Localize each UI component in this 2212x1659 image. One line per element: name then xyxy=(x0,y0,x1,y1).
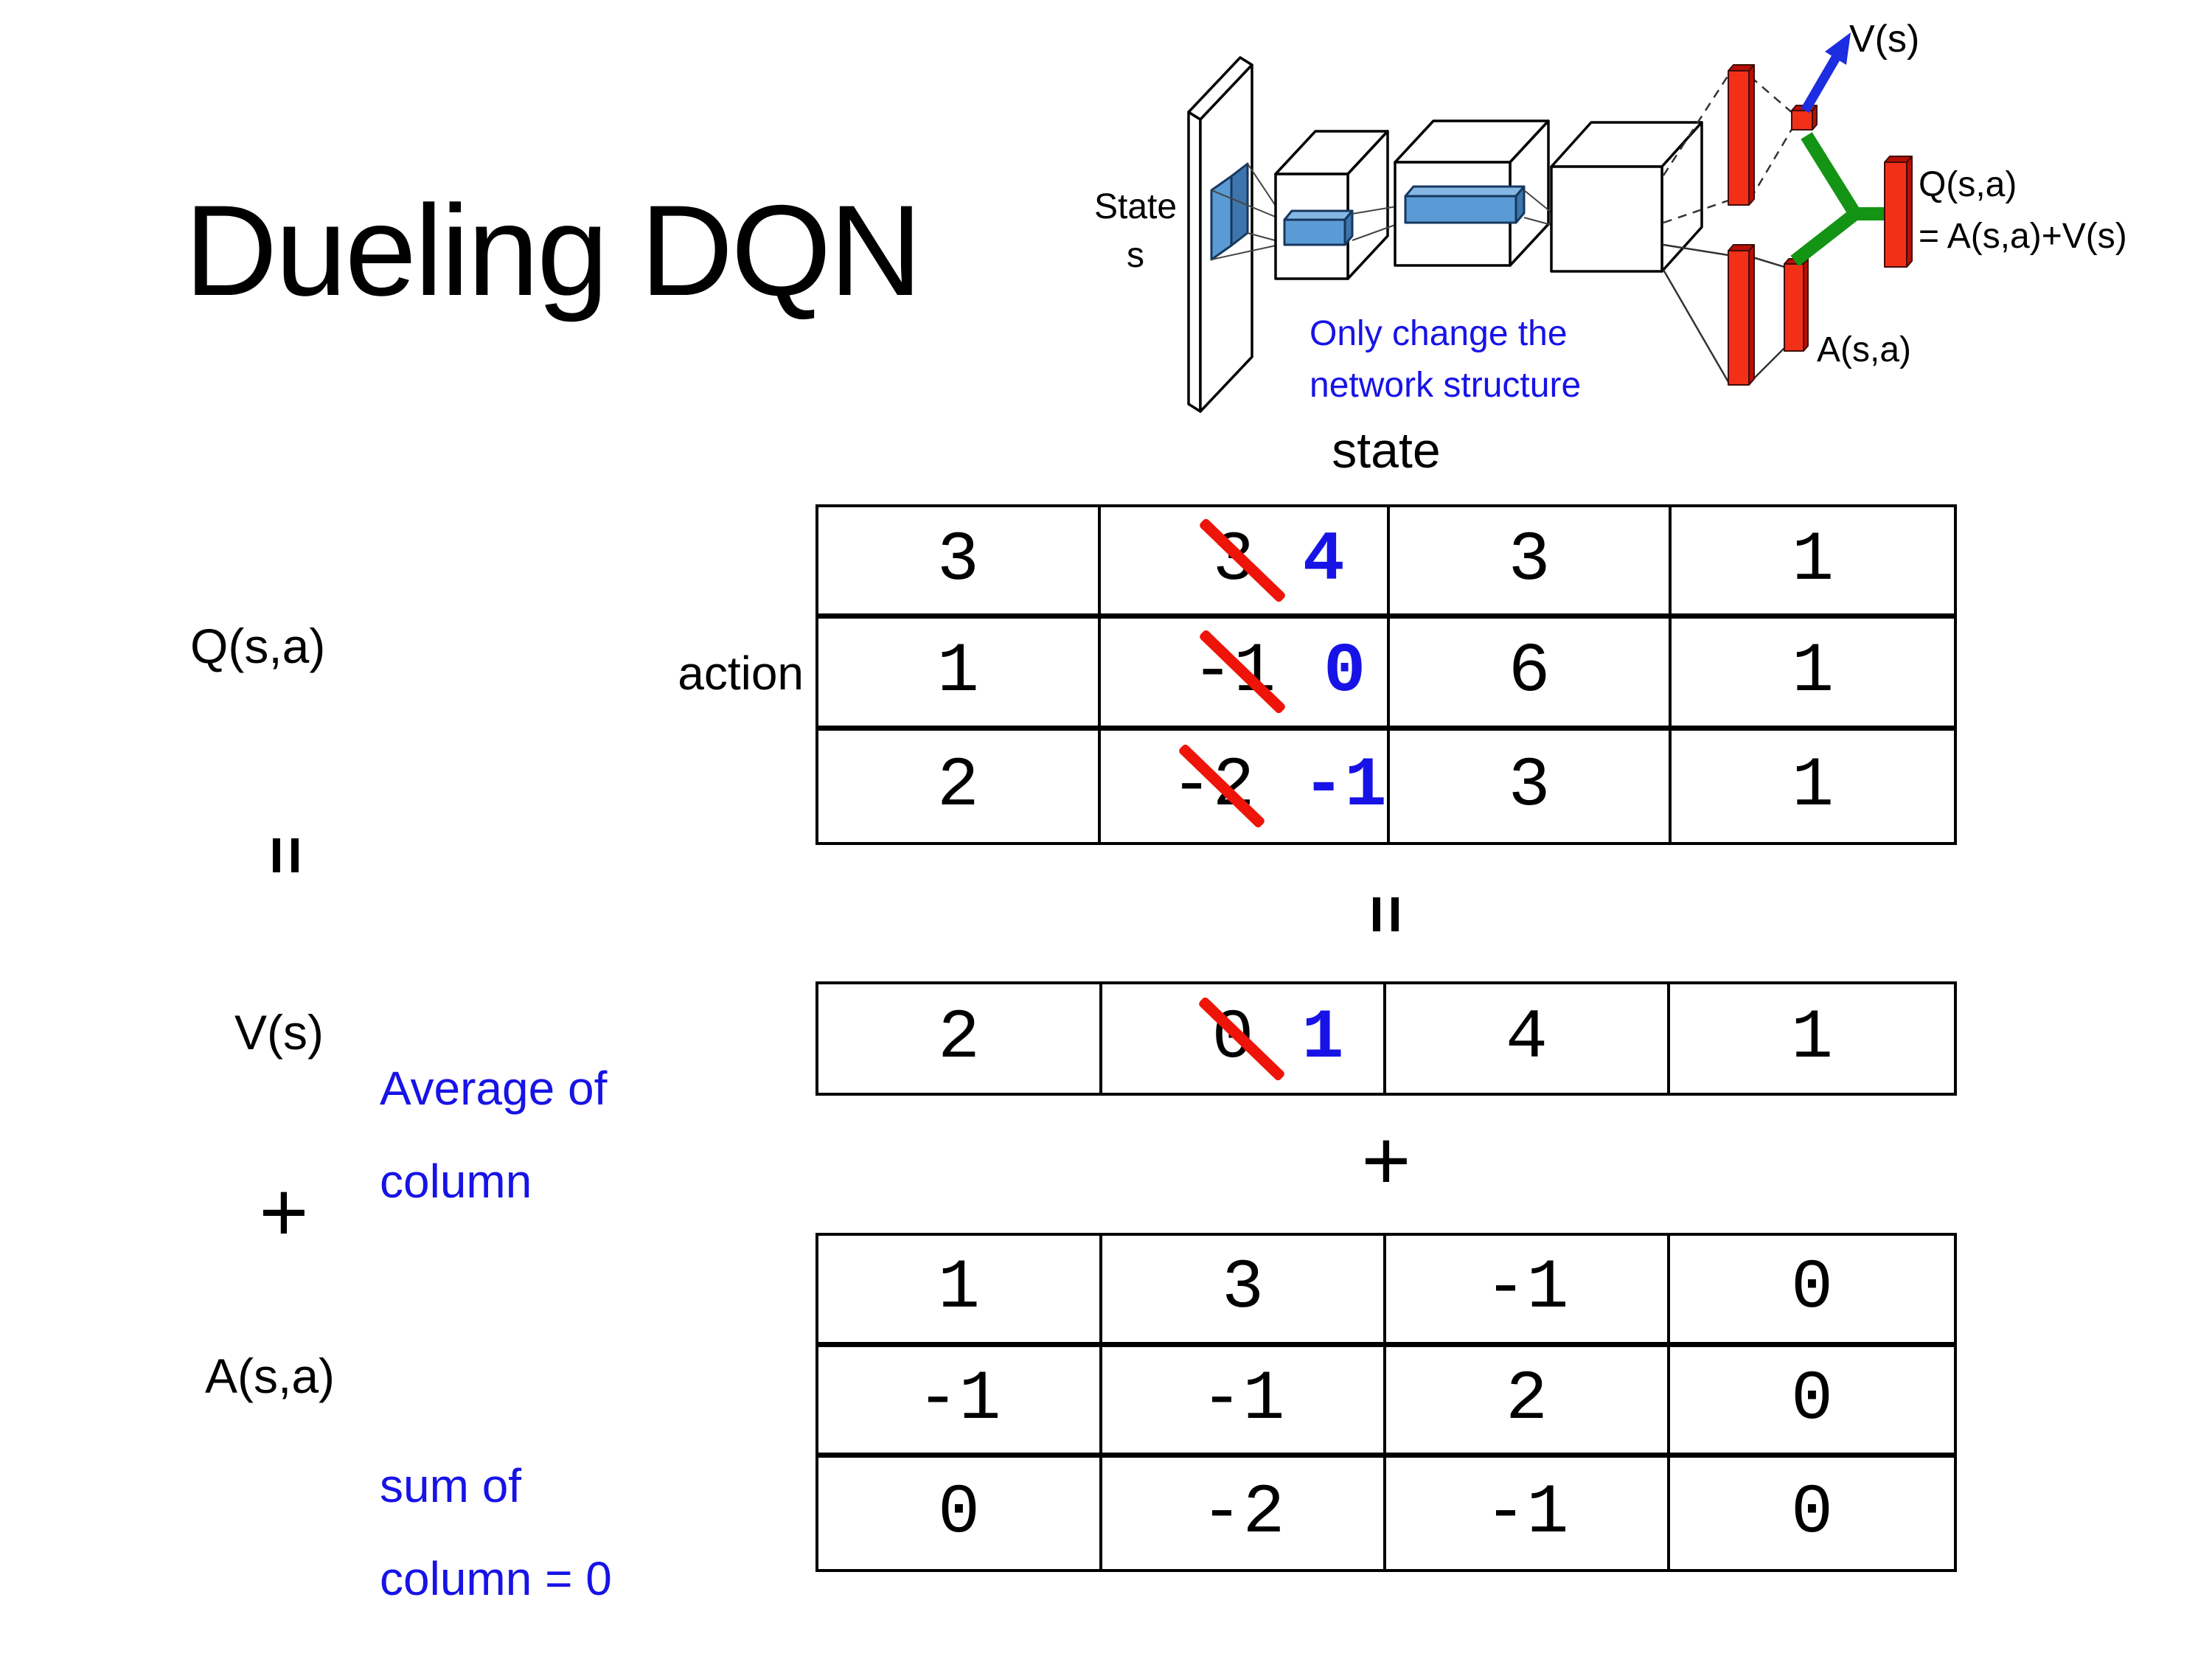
a-cell: 0 xyxy=(818,1458,1102,1569)
page-title: Dueling DQN xyxy=(184,179,922,323)
q-cell-updated: -1 0 xyxy=(1100,619,1390,731)
conv-cone-3 xyxy=(1523,189,1552,226)
hidden-layer-bar-top xyxy=(1728,64,1755,206)
state-axis-label: state xyxy=(1332,422,1441,479)
a-vector-bar xyxy=(1784,258,1809,352)
a-cell: 0 xyxy=(1670,1347,1954,1458)
sum-note-line2: column = 0 xyxy=(380,1552,612,1605)
dueling-network-diagram: State s xyxy=(1094,18,2127,413)
q-cell: 3 xyxy=(818,507,1101,619)
diagram-state-label: State xyxy=(1094,187,1177,226)
q-cell: 1 xyxy=(818,619,1101,731)
struck-old-value: 3 xyxy=(1198,517,1287,604)
action-axis-label: action xyxy=(678,647,804,700)
new-value: 0 xyxy=(1324,631,1366,712)
a-table: 1 3 -1 0 -1 -1 2 0 0 -2 -1 0 xyxy=(815,1233,1957,1572)
feature-bar-1 xyxy=(1283,209,1354,246)
equals-sign-left: = xyxy=(248,835,324,875)
q-output-bar xyxy=(1884,156,1913,268)
a-cell: 3 xyxy=(1102,1236,1386,1347)
v-cell: 1 xyxy=(1790,998,1833,1078)
plus-sign-left: + xyxy=(259,1165,309,1259)
a-cell: -1 xyxy=(1102,1346,1386,1458)
diagram-v-output-label: V(s) xyxy=(1849,18,1919,60)
v-cell: 2 xyxy=(818,984,1102,1093)
q-matrix-label: Q(s,a) xyxy=(190,619,326,673)
sum-of-column-note: sum of column = 0 xyxy=(380,1439,612,1625)
struck-old-value: -2 xyxy=(1171,743,1266,830)
a-cell: -1 xyxy=(1386,1236,1670,1347)
sum-note-line1: sum of xyxy=(380,1459,522,1512)
average-note-line2: column xyxy=(380,1155,532,1208)
conv-filter-patch xyxy=(1210,162,1249,261)
diagram-state-s: s xyxy=(1127,236,1144,275)
plus-sign-middle: + xyxy=(1361,1113,1411,1208)
diagram-a-output-label: A(s,a) xyxy=(1817,330,1911,369)
a-cell: 0 xyxy=(1670,1236,1954,1347)
diagram-note-line2: network structure xyxy=(1310,366,1581,405)
diagram-q-output-line1: Q(s,a) xyxy=(1919,165,2017,204)
advantage-stream-links xyxy=(1662,243,1785,383)
q-cell: 3 xyxy=(1389,507,1672,619)
struck-old-value: -1 xyxy=(1192,629,1287,715)
q-cell: 1 xyxy=(1672,619,1954,731)
feature-bar-2 xyxy=(1404,185,1526,224)
aggregation-y-link xyxy=(1790,132,1885,267)
a-cell: -1 xyxy=(818,1346,1102,1458)
diagram-note-line1: Only change the xyxy=(1310,314,1568,353)
average-note-line1: Average of xyxy=(380,1062,608,1115)
q-cell: 2 xyxy=(818,730,1101,842)
value-stream-links xyxy=(1662,74,1795,224)
q-cell: 1 xyxy=(1672,507,1954,619)
q-cell-updated: -2 -1 xyxy=(1101,730,1390,842)
q-cell-updated: 3 4 xyxy=(1100,507,1390,619)
a-cell: -1 xyxy=(1386,1458,1670,1569)
v-table: 2 0 1 4 1 xyxy=(815,981,1957,1096)
new-value: 1 xyxy=(1301,998,1344,1078)
diagram-q-output-line2: = A(s,a)+V(s) xyxy=(1919,217,2127,256)
fc-box xyxy=(1550,121,1703,273)
a-cell: 0 xyxy=(1790,1473,1833,1554)
q-table: 3 3 4 3 1 1 -1 0 6 1 2 -2 -1 3 1 xyxy=(815,504,1957,845)
equals-sign-middle: = xyxy=(1349,894,1425,934)
q-cell: 6 xyxy=(1389,619,1672,731)
v-row-label: V(s) xyxy=(234,1005,324,1060)
v-output-arrow xyxy=(1801,32,1851,114)
q-cell: 3 xyxy=(1390,730,1672,842)
a-cell: 1 xyxy=(818,1236,1102,1347)
new-value: -1 xyxy=(1302,745,1387,826)
average-of-column-note: Average of column xyxy=(380,1042,607,1228)
new-value: 4 xyxy=(1302,520,1345,600)
a-matrix-label: A(s,a) xyxy=(205,1349,335,1403)
q-cell: 1 xyxy=(1792,745,1834,826)
v-cell-updated: 0 1 xyxy=(1102,984,1386,1093)
v-cell: 4 xyxy=(1386,984,1670,1093)
struck-old-value: 0 xyxy=(1197,995,1286,1082)
a-cell: 2 xyxy=(1386,1346,1670,1458)
hidden-layer-bar-bottom xyxy=(1728,244,1755,386)
conv-box-1 xyxy=(1274,130,1389,280)
a-cell: -2 xyxy=(1102,1458,1386,1569)
